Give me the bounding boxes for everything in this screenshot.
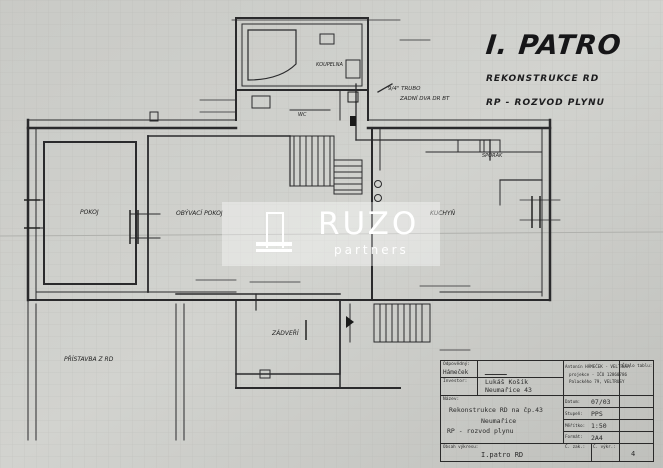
tb-c-vykresu-label: Č. výkr.: [593, 444, 616, 449]
gas-note-line-1: 9/4" TRUBO [388, 86, 421, 92]
room-label-pristavba: PŘÍSTAVBA Z RD [64, 356, 114, 363]
tb-stupen-value: PPS [591, 410, 603, 418]
stove-label: SPORÁK [482, 153, 503, 159]
room-label-kuchyn: KUCHYŇ [430, 210, 456, 217]
tb-akce-line-3: RP - rozvod plynu [447, 427, 514, 435]
tb-firm-2: projekce - IČO 12860786 [569, 372, 627, 377]
boiler-marker [347, 91, 359, 103]
tb-format-value: 2A4 [591, 434, 603, 442]
gas-pipe [355, 83, 491, 161]
tb-archive-label: Číslo tablu: [622, 363, 653, 368]
dimension-ticks [195, 19, 561, 351]
tb-akce-line-1: Rekonstrukce RD na čp.43 [449, 406, 543, 414]
tb-investor-value-1: Lukáš Košík [485, 378, 529, 386]
tb-meritko-value: 1:50 [591, 422, 607, 430]
tb-obsah-value: I.patro RD [481, 451, 524, 459]
bathroom-walls [235, 17, 369, 121]
tb-obsah-label: Obsah výkresu: [443, 444, 479, 449]
tb-datum-label: Datum: [565, 399, 581, 404]
stairs-upper [289, 135, 363, 195]
tb-stupen-label: Stupeň: [565, 411, 583, 416]
tb-signature [484, 362, 512, 375]
room-label-obyvaci-pokoj: OBÝVACÍ POKOJ [176, 210, 223, 217]
kitchen-fixtures [149, 111, 501, 202]
tb-format-label: Formát: [565, 434, 583, 439]
tb-c-zakazky-label: Č. zak.: [565, 444, 586, 449]
watermark-tagline: partners [334, 243, 409, 257]
title-block: Odpovědný: Hámeček Investor: Lukáš Košík… [440, 360, 654, 462]
drawing-subtitle-2: RP - ROZVOD PLYNU [486, 98, 605, 108]
paper-fold [0, 231, 663, 237]
watermark: RUZO partners [222, 202, 440, 266]
room-label-pokoj: POKOJ [80, 209, 99, 216]
tb-akce-label: Název: [443, 397, 460, 402]
tb-odpovedny-value: Hámeček [443, 369, 469, 376]
room-label-wc: WC [298, 112, 307, 118]
tb-firm-1: Antonín HÁMEČEK - VELTRUSY [565, 364, 631, 369]
watermark-logo-icon [256, 212, 292, 256]
tb-odpovedny-label: Odpovědný: [443, 362, 471, 367]
tb-akce-line-2: Neumařice [481, 417, 517, 425]
watermark-brand: RUZO [318, 206, 420, 242]
wall-hatches [24, 196, 541, 340]
room-label-zadveri: ZÁDVEŘÍ [272, 330, 299, 337]
tb-c-vykresu-value: 4 [631, 450, 636, 458]
gas-note-line-2: ZADNÍ DVA DR BT [400, 96, 450, 102]
gas-meter-marker [346, 316, 354, 328]
tb-datum-value: 07/03 [591, 398, 611, 406]
tb-investor-label: Investor: [443, 379, 468, 384]
valve-marker [350, 116, 356, 126]
pristavba-walls [27, 299, 185, 441]
room-label-koupelna: KOUPELNA [316, 62, 343, 68]
exterior-walls [26, 118, 552, 302]
drawing-title: I. PATRO [484, 30, 624, 61]
zadveri-walls [235, 299, 401, 389]
tb-meritko-label: Měřítko: [565, 423, 586, 428]
stairs-lower [349, 303, 431, 343]
tb-investor-value-2: Neumařice 43 [485, 386, 532, 394]
tb-firm-3: Palackého 79, VELTRUSY [569, 379, 625, 384]
drawing-subtitle-1: REKONSTRUKCE RD [486, 74, 600, 84]
